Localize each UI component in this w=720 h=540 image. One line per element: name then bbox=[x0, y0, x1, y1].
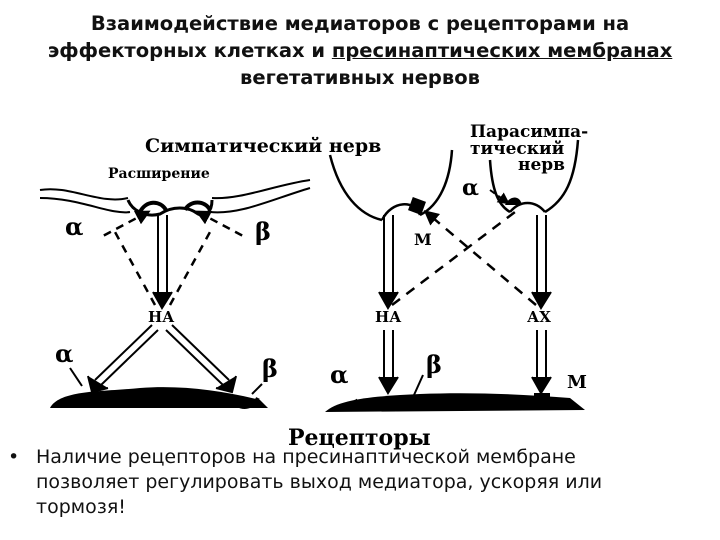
release-arrow-right bbox=[531, 215, 552, 395]
dashed-na-to-para bbox=[391, 211, 516, 306]
title-underlined: пресинаптических мембранах bbox=[331, 39, 673, 62]
label-m-post-right: М bbox=[567, 372, 587, 393]
label-parasympathetic-2: тический bbox=[470, 139, 565, 159]
slide-title: Взаимодействие медиаторов с рецепторами … bbox=[20, 10, 700, 91]
parasympathetic-terminal bbox=[488, 139, 580, 214]
descending-arrows-left bbox=[87, 324, 237, 394]
effector-membrane-left bbox=[50, 387, 268, 409]
release-arrow-middle bbox=[378, 215, 399, 395]
label-beta-post-middle: β bbox=[426, 350, 442, 379]
arrow-pre-beta-left bbox=[195, 210, 246, 239]
label-dilation: Расширение bbox=[108, 166, 210, 182]
label-alpha-pre-left: α bbox=[65, 212, 83, 241]
title-part2: вегетативных нервов bbox=[240, 66, 480, 89]
arrow-pre-alpha-left bbox=[100, 210, 151, 239]
bullet-dot: • bbox=[8, 446, 20, 468]
label-m-pre-middle: М bbox=[414, 230, 432, 249]
label-beta-pre-left: β bbox=[255, 217, 271, 246]
label-alpha-post-left: α bbox=[55, 339, 73, 368]
label-sympathetic-nerve: Симпатический нерв bbox=[145, 135, 381, 157]
label-parasympathetic-1: Парасимпа- bbox=[470, 122, 588, 142]
label-ach: АХ bbox=[527, 308, 551, 326]
dashed-na-beta-left bbox=[168, 231, 212, 306]
title-part1: Взаимодействие медиаторов с рецепторами … bbox=[47, 12, 630, 62]
release-arrow-left bbox=[152, 215, 173, 310]
label-beta-post-left: β bbox=[262, 354, 278, 383]
label-parasympathetic-3: нерв bbox=[518, 155, 565, 175]
mediator-receptor-diagram: Симпатический нерв Расширение Парасимпа-… bbox=[39, 122, 588, 450]
dashed-na-alpha-left bbox=[113, 231, 157, 306]
label-na-left: НА bbox=[148, 308, 175, 326]
label-alpha-pre-right: α bbox=[462, 175, 479, 201]
middle-sympathetic-terminal bbox=[328, 149, 454, 222]
label-receptors: Рецепторы bbox=[288, 425, 431, 450]
dashed-ach-to-symp bbox=[423, 210, 537, 306]
label-alpha-post-middle: α bbox=[330, 360, 348, 389]
left-sympathetic-terminal bbox=[39, 179, 311, 217]
alpha-receptor-para-pre bbox=[505, 197, 522, 205]
label-na-middle: НА bbox=[375, 308, 402, 326]
bullet-point: • Наличие рецепторов на пресинаптической… bbox=[8, 445, 648, 520]
m-receptor-middle-pre bbox=[408, 197, 426, 215]
effector-membrane-right bbox=[325, 393, 585, 412]
bullet-text: Наличие рецепторов на пресинаптической м… bbox=[36, 446, 603, 518]
